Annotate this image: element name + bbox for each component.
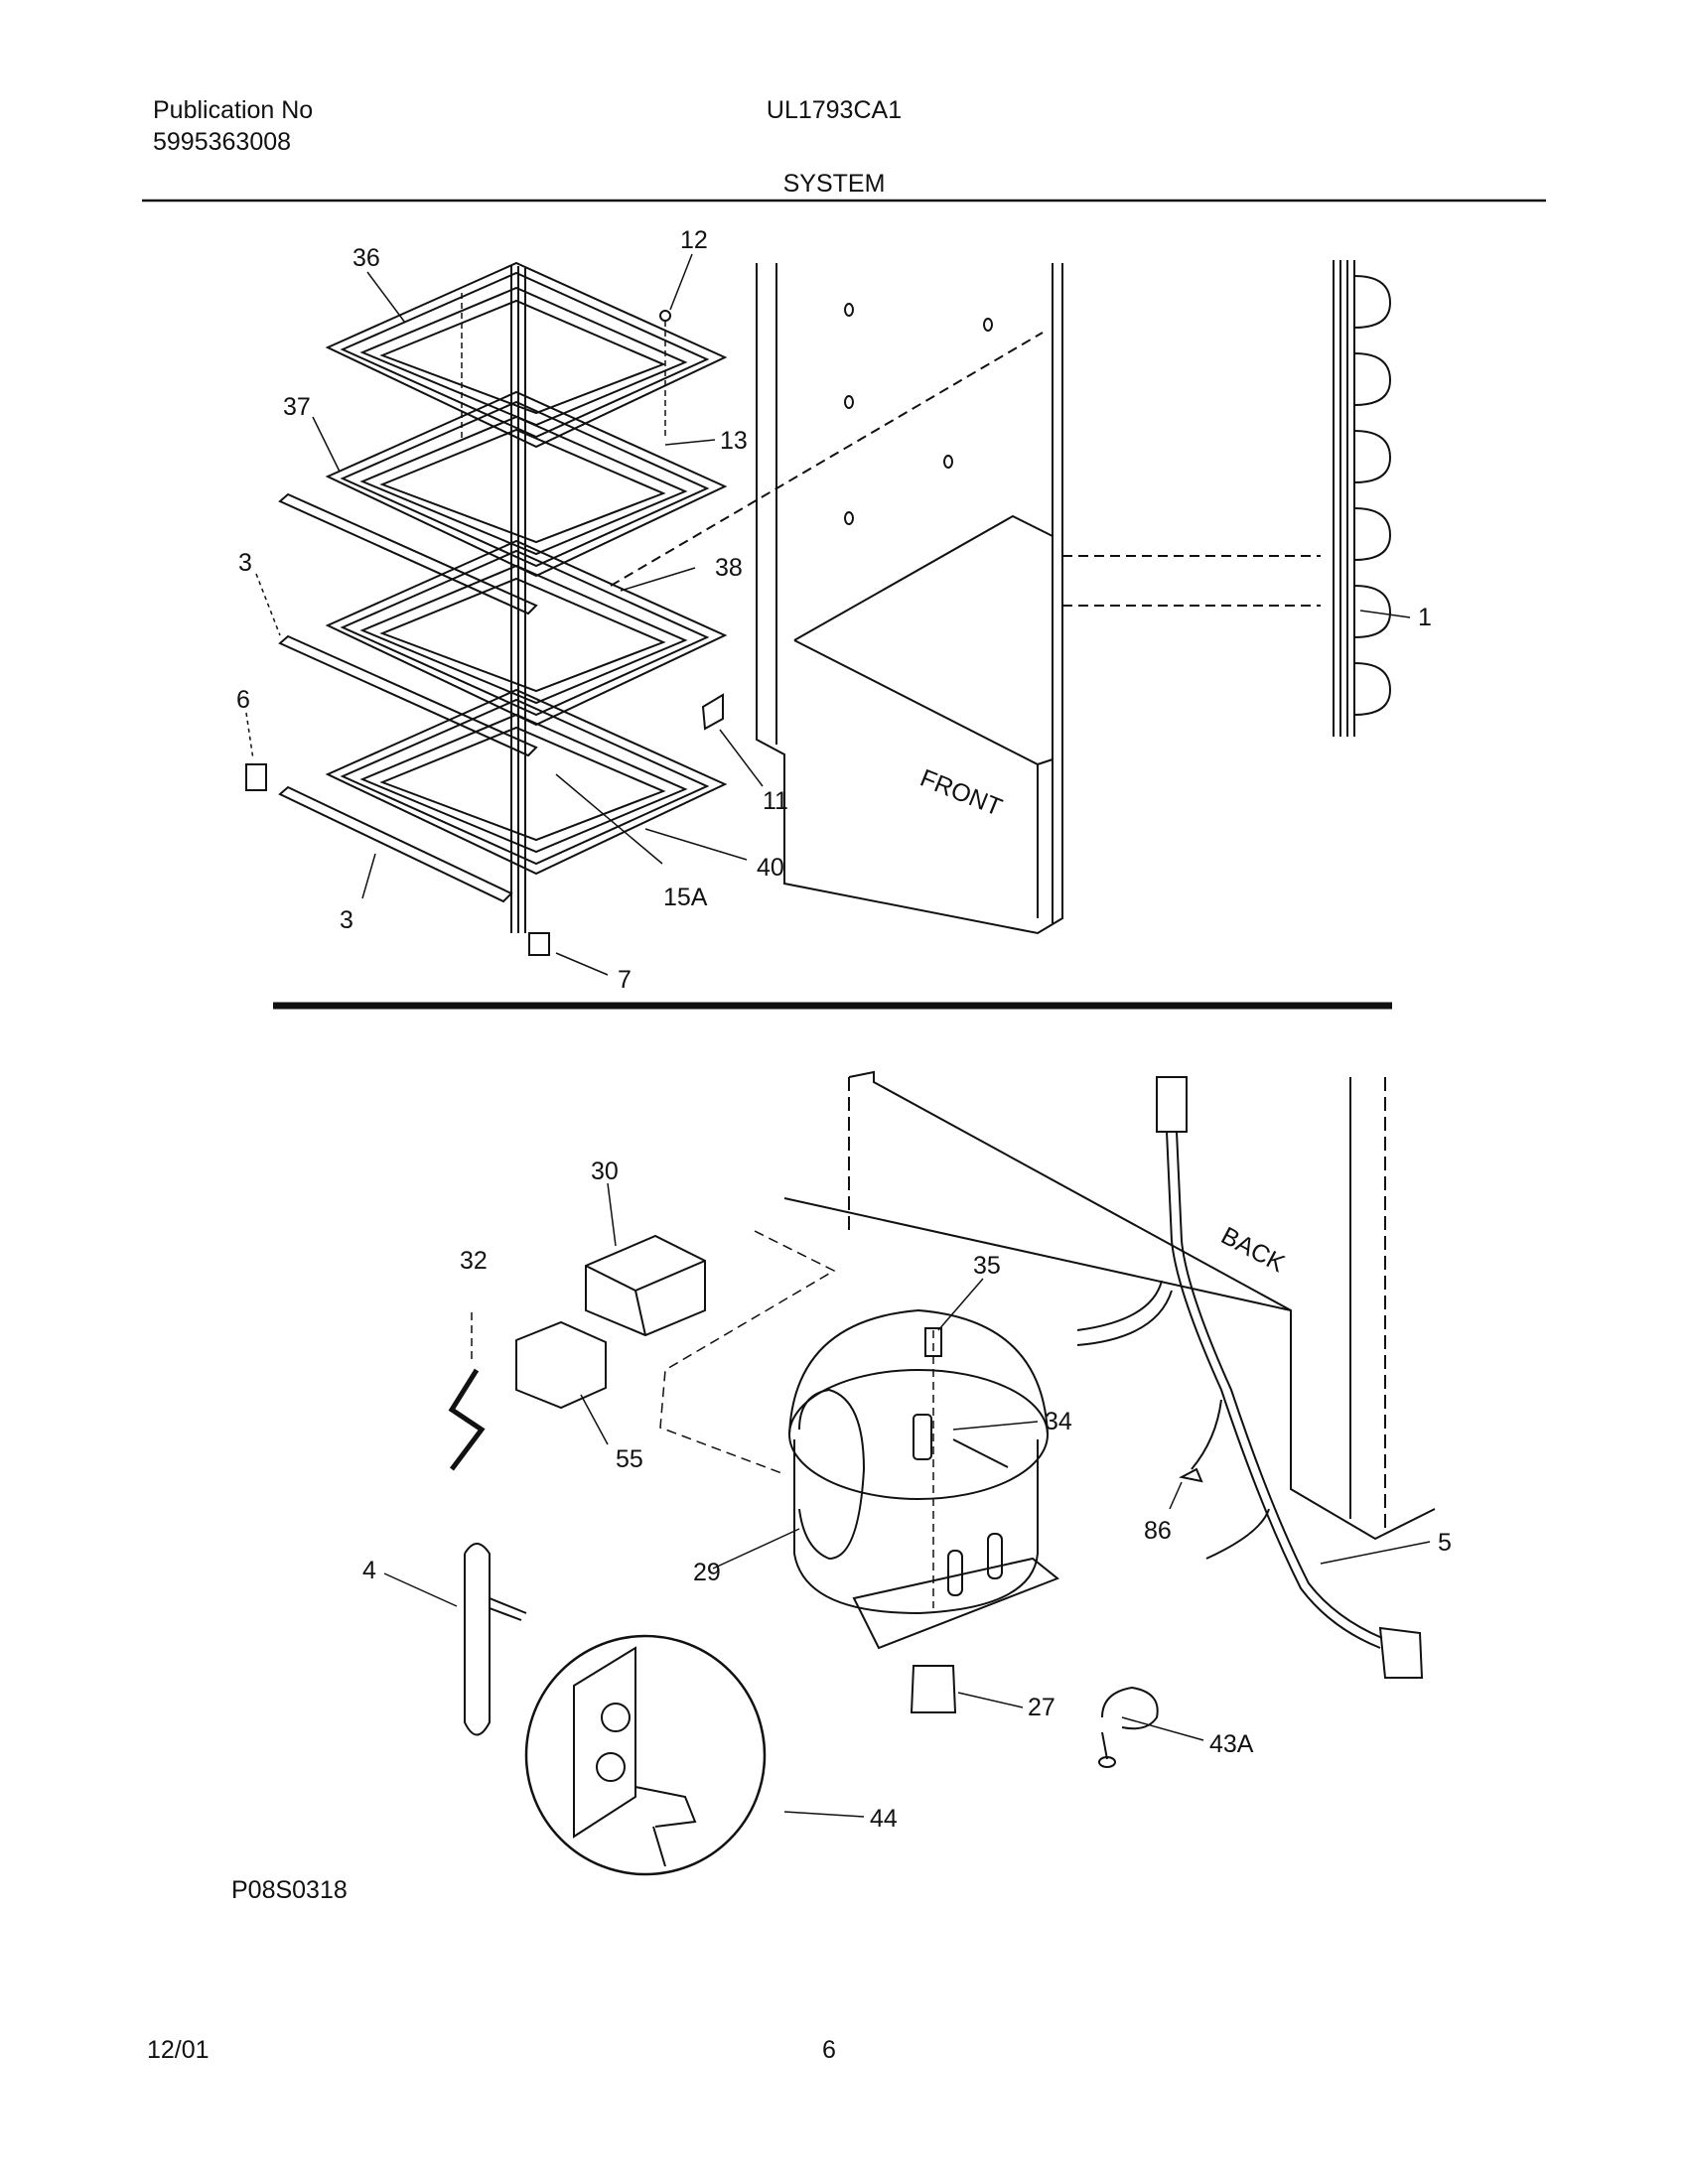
relay-part-30 [585, 1234, 706, 1337]
screw-part-86 [1179, 1467, 1203, 1483]
callout-12: 12 [680, 226, 708, 254]
callout-40: 40 [757, 854, 784, 882]
lower-leader-lines [383, 1182, 1431, 1818]
compressor-tubes [913, 1414, 1009, 1596]
model-number: UL1793CA1 [766, 96, 903, 124]
back-label: BACK [1216, 1222, 1290, 1279]
callout-3-lower: 3 [340, 906, 353, 934]
clamp-part-43a [1098, 1686, 1159, 1768]
callout-32: 32 [460, 1247, 488, 1275]
callout-36: 36 [352, 244, 380, 272]
callout-38: 38 [715, 554, 743, 582]
freezer-cabinet [610, 263, 1321, 935]
outlet-detail-part-44 [524, 1634, 767, 1876]
callout-11: 11 [763, 787, 788, 815]
callout-37: 37 [283, 393, 311, 421]
publication-number: 5995363008 [153, 128, 292, 156]
overload-part-55 [515, 1320, 607, 1410]
callout-1: 1 [1418, 604, 1432, 631]
cover-clip-part-32 [448, 1368, 486, 1471]
screw-part-12 [659, 310, 671, 322]
footer-date: 12/01 [147, 2036, 210, 2064]
callout-34: 34 [1045, 1408, 1072, 1435]
callout-7: 7 [618, 966, 632, 994]
callout-29: 29 [693, 1559, 721, 1586]
front-label: FRONT [916, 764, 1006, 822]
callout-5: 5 [1438, 1529, 1452, 1557]
callout-3-upper: 3 [238, 549, 252, 577]
drier-part-4 [464, 1543, 527, 1736]
bolt-part-35 [924, 1327, 942, 1357]
compressor-part-29 [788, 1308, 1059, 1650]
callout-44: 44 [870, 1805, 898, 1833]
figure-code: P08S0318 [231, 1876, 348, 1904]
upper-leader-lines [245, 253, 1411, 976]
callout-13: 13 [720, 427, 748, 455]
evaporator-shelves [325, 261, 728, 933]
condenser-coil [1333, 260, 1392, 737]
power-cord-part-5 [1076, 1076, 1424, 1679]
callout-27: 27 [1028, 1694, 1055, 1721]
callout-15a: 15A [663, 884, 708, 911]
callout-55: 55 [616, 1445, 643, 1473]
callout-30: 30 [591, 1158, 619, 1185]
callout-4: 4 [362, 1557, 376, 1584]
clip-part-7 [528, 932, 550, 956]
section-title: SYSTEM [782, 170, 886, 198]
callout-86: 86 [1144, 1517, 1172, 1545]
cabinet-back-wall [783, 1070, 1436, 1541]
publication-label: Publication No [153, 96, 314, 124]
grommet-part-27 [910, 1665, 957, 1713]
page-number: 6 [822, 2036, 836, 2064]
shelf-rails [278, 492, 538, 903]
bracket-part-11 [701, 693, 724, 731]
callout-43a: 43A [1209, 1730, 1254, 1758]
clip-part-6 [245, 763, 267, 791]
callout-6: 6 [236, 686, 250, 714]
callout-35: 35 [973, 1252, 1001, 1280]
